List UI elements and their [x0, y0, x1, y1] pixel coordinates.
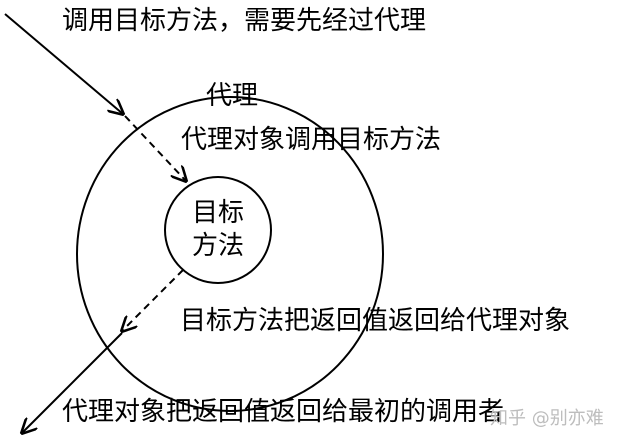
proxy-label: 代理 [206, 81, 258, 111]
top-caption: 调用目标方法，需要先经过代理 [62, 6, 426, 36]
proxy-to-target-dashed-arrow [124, 115, 186, 181]
proxy-circle [76, 96, 384, 412]
return-to-caller-arrow [22, 332, 123, 433]
return-to-proxy-label: 目标方法把返回值返回给代理对象 [180, 306, 570, 336]
target-method-circle [164, 176, 272, 284]
incoming-call-arrow [4, 13, 123, 114]
target-label-line1: 目标 [192, 198, 244, 228]
proxy-call-label: 代理对象调用目标方法 [181, 125, 441, 155]
target-label-line2: 方法 [192, 231, 244, 261]
target-to-proxy-dashed-arrow [122, 269, 184, 331]
watermark: 知乎 @别亦难 [490, 408, 604, 429]
bottom-caption: 代理对象把返回值返回给最初的调用者 [62, 397, 504, 427]
